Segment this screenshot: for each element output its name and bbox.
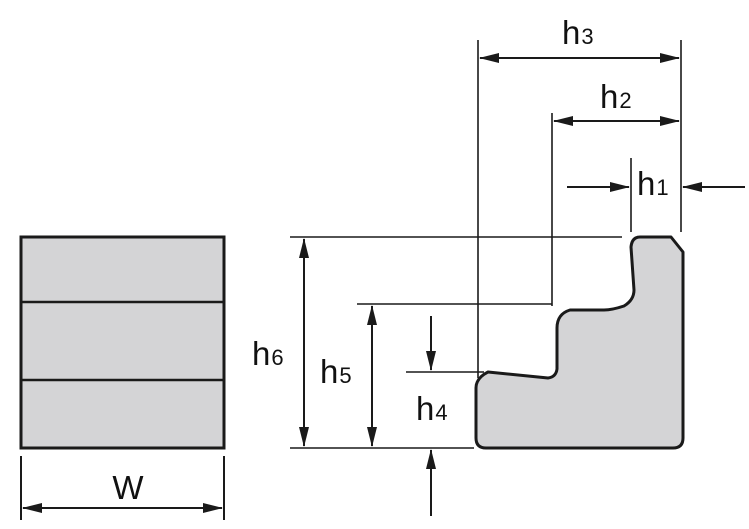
label-h4: h4 bbox=[416, 390, 448, 427]
dimension-h3: h3 bbox=[479, 14, 680, 63]
label-h3: h3 bbox=[562, 14, 594, 51]
front-view-body bbox=[19, 235, 226, 450]
label-h1: h1 bbox=[637, 165, 669, 202]
label-w: W bbox=[112, 469, 144, 506]
front-view bbox=[19, 235, 226, 450]
dimension-h2: h2 bbox=[553, 78, 680, 126]
side-profile bbox=[474, 235, 685, 450]
dimension-h4: h4 bbox=[416, 316, 448, 516]
label-h2: h2 bbox=[600, 78, 632, 115]
extension-lines bbox=[290, 40, 682, 449]
dimension-w: W bbox=[20, 456, 225, 520]
dimension-h1: h1 bbox=[567, 165, 745, 202]
dimension-h6: h6 bbox=[252, 238, 309, 447]
label-h6: h6 bbox=[252, 335, 284, 372]
label-h5: h5 bbox=[320, 353, 352, 390]
dimension-h5: h5 bbox=[320, 305, 377, 447]
side-profile-shape bbox=[474, 235, 685, 450]
